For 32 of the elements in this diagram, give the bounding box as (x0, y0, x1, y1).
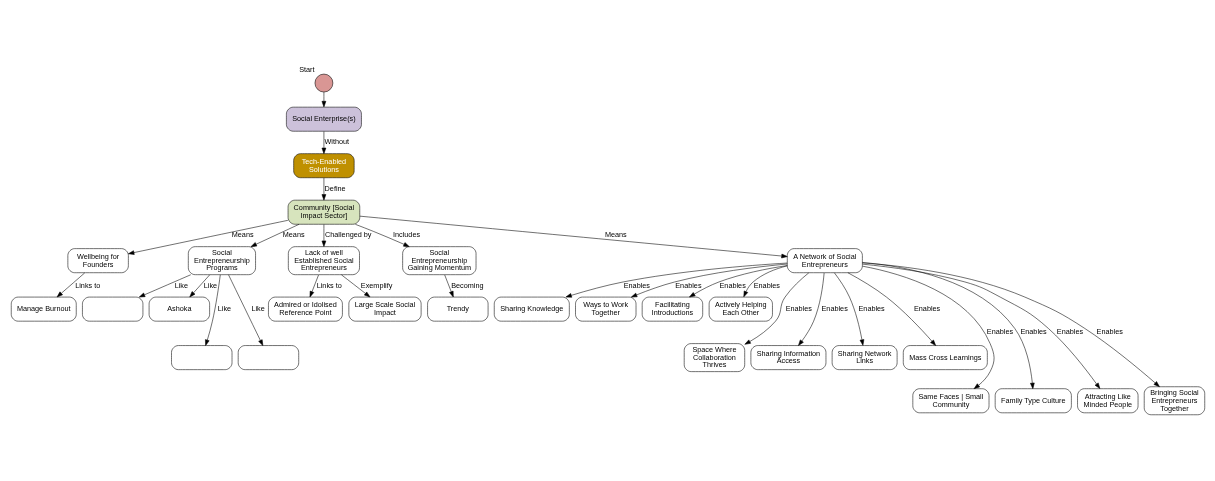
arrow (309, 274, 319, 298)
arrow (189, 274, 210, 298)
arrow (56, 272, 85, 298)
node-box (237, 345, 299, 370)
arrow (138, 274, 191, 298)
arrow (127, 220, 288, 255)
arrow (250, 224, 299, 247)
arrow (630, 263, 787, 298)
arrow (688, 265, 788, 298)
arrow (354, 224, 410, 247)
arrow (359, 215, 788, 259)
arrow (204, 274, 221, 346)
arrow (797, 272, 824, 346)
arrow (861, 262, 1035, 389)
arrow (340, 274, 370, 298)
arrow (321, 177, 326, 201)
arrow (565, 262, 787, 298)
node-box (81, 296, 143, 322)
arrow (321, 131, 326, 154)
node-circle (314, 73, 333, 93)
arrow (321, 91, 326, 108)
arrow (833, 272, 864, 346)
arrow (743, 265, 788, 298)
arrow (227, 274, 263, 346)
node-box (170, 345, 232, 370)
arrow (861, 263, 1100, 389)
arrow (321, 224, 326, 247)
arrow (861, 265, 994, 389)
arrow (744, 272, 809, 345)
arrow (443, 274, 454, 298)
arrow (847, 272, 936, 346)
arrow (861, 262, 1160, 387)
